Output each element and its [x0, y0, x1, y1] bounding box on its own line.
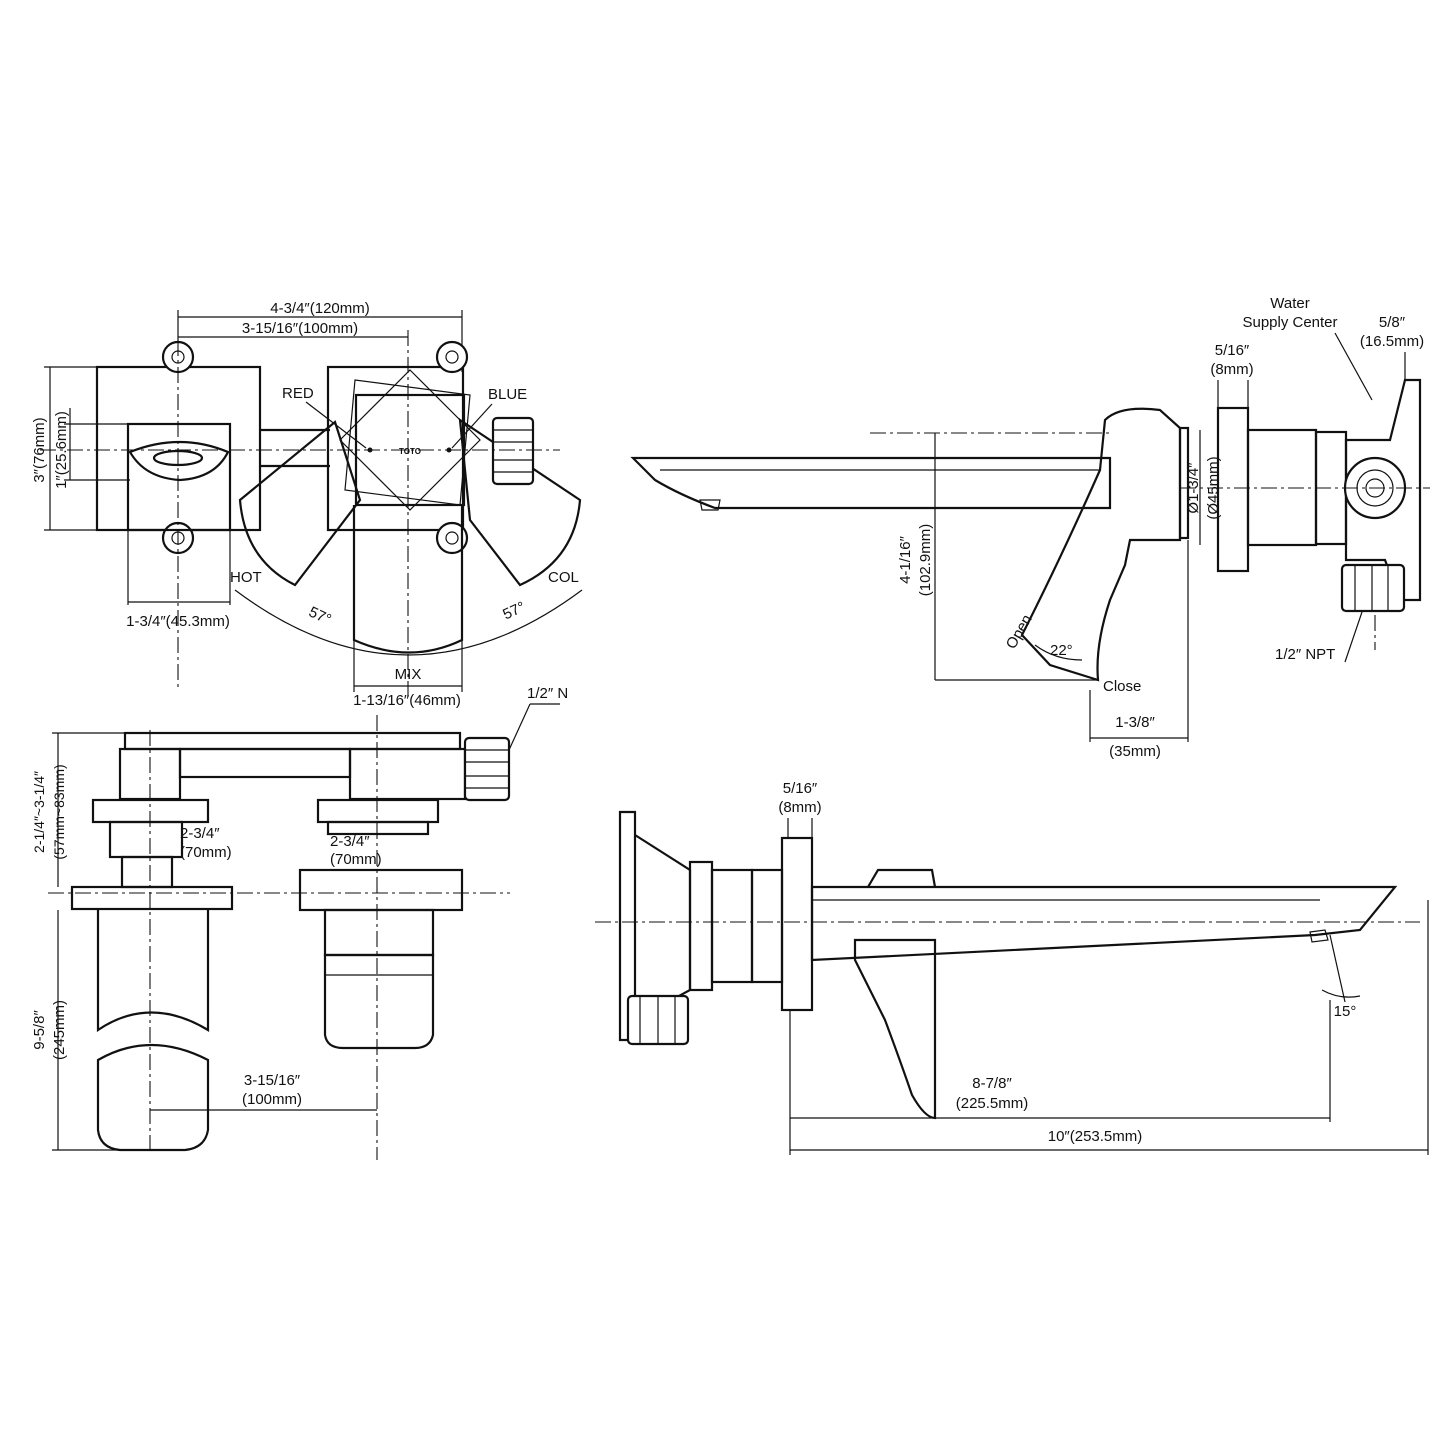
- lever-depth-mm-label: (35mm): [1109, 743, 1161, 760]
- body-depth-left-mm-label: (70mm): [180, 844, 232, 861]
- spout-lever: [853, 938, 937, 1120]
- cold-inlet-nut: [491, 416, 535, 486]
- front-inlet-nut: [463, 736, 511, 802]
- handle-height-label: 1″(25.6mm): [53, 411, 70, 489]
- body-depth-left-label: 2-3/4″: [180, 825, 220, 842]
- flange-dia-label: Ø1-3/4″: [1185, 462, 1202, 514]
- wall-depth-label: 2-1/4″~3-1/4″: [31, 771, 47, 853]
- total-height-mm-label: (245mm): [51, 1000, 68, 1060]
- plate-thick-bottom-mm-label: (8mm): [778, 799, 821, 816]
- side-spout: [630, 456, 1112, 510]
- front-view: 1/2″ N 2-1/4″~3-1/4″ (57mm~83mm) 2-3/4″ …: [31, 685, 568, 1160]
- lever-height-mm-label: (102.9mm): [917, 524, 934, 597]
- front-spout: [96, 910, 210, 1033]
- top-view: 4-3/4″(120mm) 3-15/16″(100mm) TOTO: [31, 300, 583, 709]
- angle-right-label: 57°: [500, 598, 528, 623]
- plate-height-label: 3″(76mm): [31, 417, 48, 482]
- side-npt-nut: [1340, 563, 1406, 613]
- lever-height-label: 4-1/16″: [897, 535, 914, 584]
- total-height-label: 9-5/8″: [31, 1010, 48, 1050]
- front-npt-label: 1/2″ N: [527, 685, 568, 702]
- water-supply-label-1: Water: [1270, 295, 1309, 312]
- plate-thick-top-mm-label: (8mm): [1210, 361, 1253, 378]
- wall-depth-mm-label: (57mm~83mm): [51, 764, 67, 859]
- bottom-spacing-mm-label: (100mm): [242, 1091, 302, 1108]
- supply-offset-label: 5/8″: [1379, 314, 1406, 331]
- body-depth-right-label: 2-3/4″: [330, 833, 370, 850]
- angle-left-label: 57°: [306, 603, 334, 628]
- plate-thick-top-label: 5/16″: [1215, 342, 1250, 359]
- mount-ear-br: [435, 521, 469, 555]
- side-wall-plate: [1216, 406, 1250, 573]
- water-supply-label-2: Supply Center: [1242, 314, 1337, 331]
- side-handle-view: Water Supply Center 5/8″ (16.5mm) 5/16″ …: [630, 295, 1430, 760]
- plate-thick-bottom-label: 5/16″: [783, 780, 818, 797]
- red-label: RED: [282, 385, 314, 402]
- body-depth-right-mm-label: (70mm): [330, 851, 382, 868]
- lever-angle-label: 22°: [1050, 642, 1073, 659]
- top-width-inner-label: 3-15/16″(100mm): [242, 320, 358, 337]
- mount-ear-tr: [435, 340, 469, 374]
- mix-label: MIX: [395, 666, 422, 683]
- spout-body: [810, 885, 1398, 962]
- flange-dia-mm-label: (Ø45mm): [1205, 456, 1222, 519]
- handle-offset-label: 1-3/4″(45.3mm): [126, 613, 230, 630]
- side-npt-label: 1/2″ NPT: [1275, 646, 1335, 663]
- blue-label: BLUE: [488, 386, 527, 403]
- top-width-outer-label: 4-3/4″(120mm): [270, 300, 370, 317]
- handle-cold-position: [458, 417, 582, 587]
- supply-offset-mm-label: (16.5mm): [1360, 333, 1424, 350]
- total-reach-label: 10″(253.5mm): [1048, 1128, 1143, 1145]
- spout-outlet: [128, 440, 230, 482]
- spout-angle-label: 15°: [1334, 1003, 1357, 1020]
- spout-reach-mm-label: (225.5mm): [956, 1095, 1029, 1112]
- cold-label: COL: [548, 569, 579, 586]
- side-spout-view: 5/16″ (8mm) 15° 8-7/8″ (225.5mm) 10″(253…: [595, 780, 1429, 1155]
- brand-mark: TOTO: [399, 447, 421, 456]
- handle-hot-position: [238, 420, 362, 587]
- close-label: Close: [1103, 678, 1141, 695]
- bottom-spacing-label: 3-15/16″: [244, 1072, 301, 1089]
- lever-depth-label: 1-3/8″: [1115, 714, 1155, 731]
- front-handle: [323, 953, 435, 1050]
- handle-mix-position: [352, 505, 464, 654]
- hot-label: HOT: [230, 569, 262, 586]
- side-lever: [1020, 407, 1182, 682]
- handle-width-label: 1-13/16″(46mm): [353, 692, 461, 709]
- spout-reach-label: 8-7/8″: [972, 1075, 1012, 1092]
